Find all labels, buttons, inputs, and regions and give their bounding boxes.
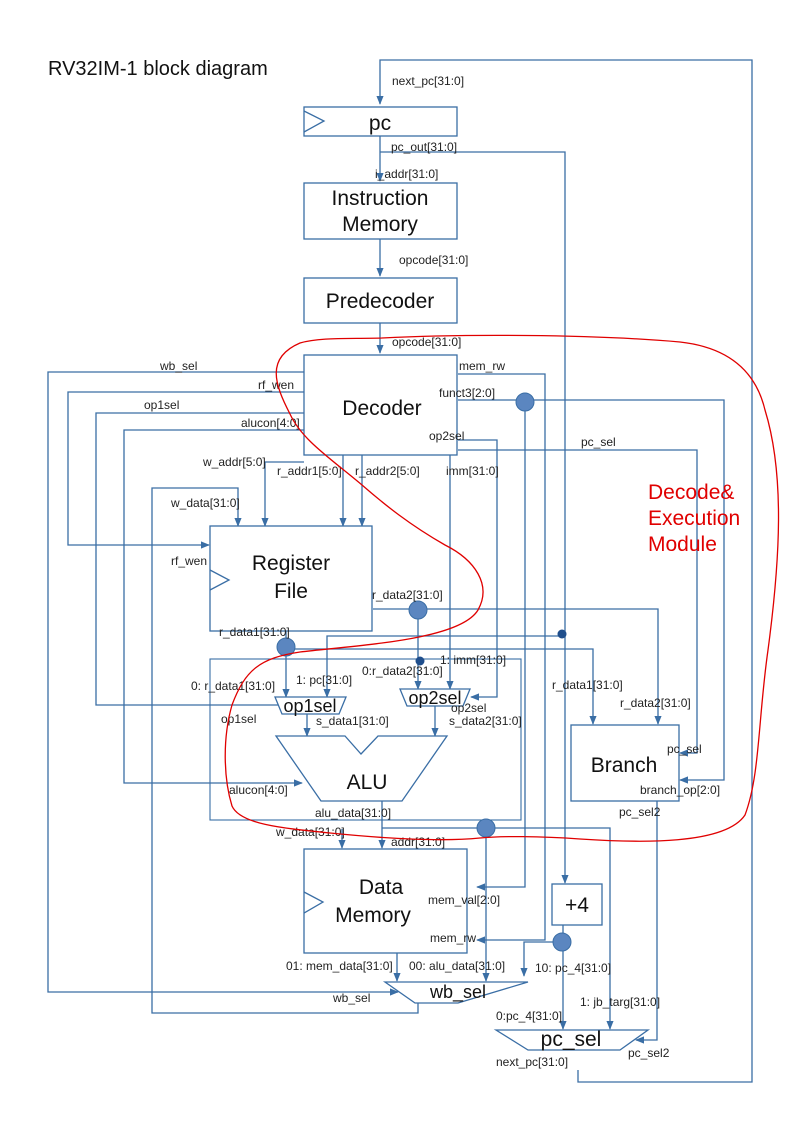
op1sel-mux: op1sel <box>274 696 347 716</box>
label-next-pc-top: next_pc[31:0] <box>392 74 464 88</box>
label-pc-out: pc_out[31:0] <box>391 140 457 154</box>
alu-label: ALU <box>347 771 388 794</box>
decoder-label: Decoder <box>342 397 421 420</box>
instruction-memory-block: Instruction Memory <box>303 182 458 240</box>
predecoder-label: Predecoder <box>326 290 435 313</box>
label-alucon-in: alucon[4:0] <box>229 783 288 797</box>
label-op1-in1: 1: pc[31:0] <box>296 673 352 687</box>
label-wb-sel-in: wb_sel <box>332 991 370 1005</box>
label-r-addr1: r_addr1[5:0] <box>277 464 342 478</box>
label-alu-data: alu_data[31:0] <box>315 806 391 820</box>
regfile-label-line2: File <box>274 580 308 603</box>
imem-label-line1: Instruction <box>332 187 429 210</box>
decode-execution-module-outline <box>224 334 780 842</box>
label-funct3: funct3[2:0] <box>439 386 495 400</box>
label-opcode-2: opcode[31:0] <box>392 335 461 349</box>
signal-labels: next_pc[31:0] pc_out[31:0] i_addr[31:0] … <box>144 74 720 1069</box>
rdata2-junction-dot <box>415 656 425 666</box>
branch-label: Branch <box>591 754 658 777</box>
pc-junction-dot <box>557 629 567 639</box>
execution-region <box>209 658 522 821</box>
funct3-junction <box>515 392 535 412</box>
op2sel-label: op2sel <box>408 688 461 708</box>
label-wb-in10: 10: pc_4[31:0] <box>535 961 611 975</box>
label-w-data-dm: w_data[31:0] <box>275 825 345 839</box>
pc4-junction <box>552 932 572 952</box>
label-pc4-in: 0:pc_4[31:0] <box>496 1009 562 1023</box>
decoder-block: Decoder <box>303 354 458 456</box>
label-opcode-1: opcode[31:0] <box>399 253 468 267</box>
label-op1sel-in: op1sel <box>221 712 256 726</box>
wb-sel-label: wb_sel <box>429 982 486 1003</box>
imem-label-line2: Memory <box>342 213 418 236</box>
label-s-data2: s_data2[31:0] <box>449 714 522 728</box>
dmem-label-line2: Memory <box>335 904 411 927</box>
branch-block: Branch <box>570 724 680 802</box>
alu-data-junction <box>476 818 496 838</box>
alu-block: ALU <box>274 735 449 802</box>
label-op2sel: op2sel <box>429 429 464 443</box>
label-op1-in0: 0: r_data1[31:0] <box>191 679 275 693</box>
pc-sel-mux: pc_sel <box>493 1028 651 1051</box>
label-wb-sel: wb_sel <box>159 359 197 373</box>
data-memory-block: Data Memory <box>303 848 468 954</box>
label-rf-wen: rf_wen <box>258 378 294 392</box>
plus4-label: +4 <box>565 894 589 917</box>
label-op2sel-in: op2sel <box>451 701 486 715</box>
diagram-title: RV32IM-1 block diagram <box>48 58 268 80</box>
label-r-data1-out: r_data1[31:0] <box>219 625 290 639</box>
wb-sel-mux: wb_sel <box>382 981 529 1004</box>
label-addr: addr[31:0] <box>391 835 445 849</box>
regfile-label-line1: Register <box>252 552 330 575</box>
label-branch-op: branch_op[2:0] <box>640 783 720 797</box>
label-mem-val: mem_val[2:0] <box>428 893 500 907</box>
label-br-rdata2: r_data2[31:0] <box>620 696 691 710</box>
label-pc-sel2-in: pc_sel2 <box>628 1046 670 1060</box>
label-mem-rw-in: mem_rw <box>430 931 476 945</box>
label-br-pcsel: pc_sel <box>667 742 702 756</box>
register-file-block: Register File <box>209 525 373 632</box>
pc-label: pc <box>369 112 391 135</box>
label-op2-in0: 0:r_data2[31:0] <box>362 664 443 678</box>
label-r-data2-out: r_data2[31:0] <box>372 588 443 602</box>
label-mem-rw: mem_rw <box>459 359 505 373</box>
label-op1sel: op1sel <box>144 398 179 412</box>
dmem-label-line1: Data <box>359 876 404 899</box>
label-jb-targ: 1: jb_targ[31:0] <box>580 995 660 1009</box>
label-wb-in01: 01: mem_data[31:0] <box>286 959 393 973</box>
label-w-data-rf: w_data[31:0] <box>170 496 240 510</box>
label-s-data1: s_data1[31:0] <box>316 714 389 728</box>
module-label-line2: Execution <box>648 507 740 530</box>
label-imm: imm[31:0] <box>446 464 499 478</box>
label-wb-in00: 00: alu_data[31:0] <box>409 959 505 973</box>
label-i-addr: i_addr[31:0] <box>375 167 438 181</box>
label-pc-sel: pc_sel <box>581 435 616 449</box>
op1sel-label: op1sel <box>283 696 336 716</box>
predecoder-block: Predecoder <box>303 277 458 324</box>
label-pc-sel2-out: pc_sel2 <box>619 805 661 819</box>
plus4-block: +4 <box>551 883 603 926</box>
label-rf-wen-in: rf_wen <box>171 554 207 568</box>
label-next-pc-bottom: next_pc[31:0] <box>496 1055 568 1069</box>
label-r-addr2: r_addr2[5:0] <box>355 464 420 478</box>
wires <box>47 59 753 1083</box>
label-op2-in1: 1: imm[31:0] <box>440 653 506 667</box>
junctions <box>276 392 572 952</box>
module-label-line3: Module <box>648 533 717 556</box>
rdata2-junction <box>408 600 428 620</box>
label-w-addr: w_addr[5:0] <box>202 455 266 469</box>
label-br-rdata1: r_data1[31:0] <box>552 678 623 692</box>
pc-sel-label: pc_sel <box>541 1028 602 1051</box>
module-label-line1: Decode& <box>648 481 734 504</box>
label-alucon: alucon[4:0] <box>241 416 300 430</box>
rdata1-junction <box>276 637 296 657</box>
op2sel-mux: op2sel <box>399 688 471 708</box>
pc-block: pc <box>303 106 458 137</box>
